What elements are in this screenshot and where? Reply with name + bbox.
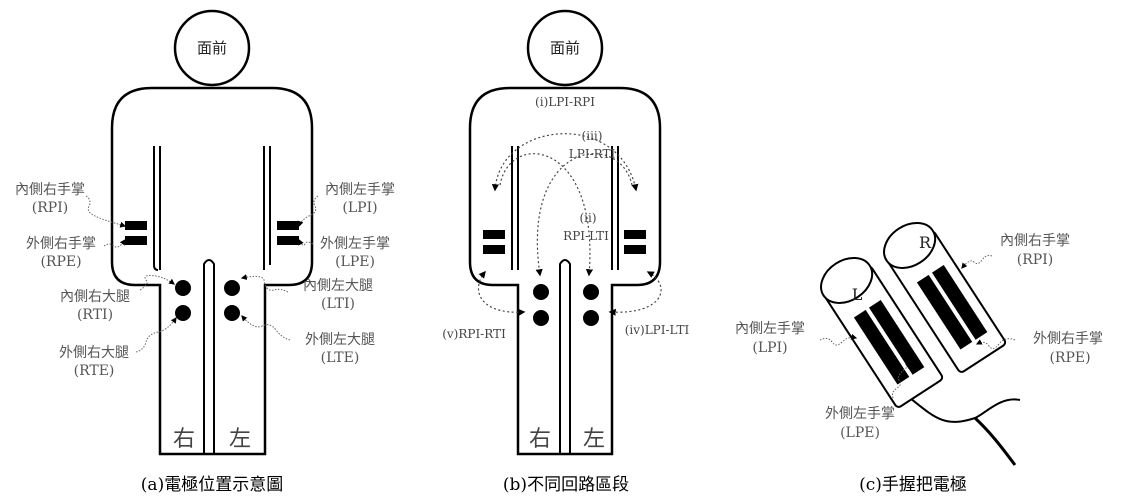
rpe-name-a: 外側右手掌: [26, 236, 96, 252]
rpi-code-c: (RPI): [1017, 252, 1053, 268]
lpi-electrode-c: [853, 309, 910, 385]
leg-gap-b: [559, 259, 571, 454]
lpe-code-c: (LPE): [840, 425, 880, 441]
lte-leader-a: [241, 315, 291, 341]
right-arm-gap-b: [511, 146, 519, 270]
body-outline-a: [110, 86, 314, 456]
rpi-electrode-a: [125, 221, 147, 230]
rte-electrode-b: [533, 310, 549, 326]
rpe-electrode-b: [483, 245, 505, 254]
left-handle-cap: [820, 256, 874, 304]
lpi-leader-c: [819, 333, 858, 346]
rte-name-a: 外側右大腿: [59, 345, 129, 361]
lpe-electrode-c: [869, 300, 925, 375]
rpe-leader-a: [103, 239, 126, 248]
lpe-name-c: 外側左手掌: [825, 406, 895, 422]
rpe-name-c: 外側右手掌: [1033, 331, 1103, 347]
left-side-label-b: 左: [583, 427, 605, 452]
lti-leader-a: [240, 274, 289, 293]
rti-code-a: (RTI): [77, 307, 113, 323]
left-arm-gap-a: [263, 146, 271, 270]
rpi-electrode-c: [932, 265, 988, 340]
right-side-label-a: 右: [173, 427, 195, 452]
rpi-code-a: (RPI): [32, 200, 68, 216]
left-handle: [820, 256, 944, 408]
rpi-electrode-b: [483, 230, 505, 239]
rti-electrode-a: [175, 280, 191, 296]
path-ii-arrow: [499, 153, 594, 277]
path-ii-label: RPI-LTI: [563, 229, 609, 243]
lpi-name-c: 內側左手掌: [735, 321, 805, 337]
body-outline-b: [468, 86, 662, 456]
handle-cable-joint: [909, 397, 1021, 423]
rte-electrode-a: [175, 305, 191, 321]
path-i-arrow: [491, 133, 639, 192]
right-arm-gap-a: [153, 146, 161, 271]
lpe-leader-c: [892, 363, 912, 399]
rpe-electrode-c: [916, 274, 973, 350]
panel-c: L R 內側右手掌 (RPI) 外側右手掌 (RPE) 內側左手掌 (LPI) …: [735, 221, 1103, 495]
rpe-leader-c: [975, 338, 1016, 350]
rti-leader-a: [139, 275, 175, 291]
panel-a: 面前 右 左 內側右手掌 (RPI) 外側右手掌 (RPE) 內側左手掌 (LP…: [15, 9, 395, 495]
lte-name-a: 外側左大腿: [305, 332, 375, 348]
lte-electrode-a: [224, 305, 240, 321]
lte-electrode-b: [583, 310, 599, 326]
lpi-leader-a: [297, 195, 319, 228]
face-label-b: 面前: [550, 39, 580, 57]
head-b: [526, 9, 604, 87]
left-handle-letter: L: [852, 285, 863, 304]
path-v-arrow: [477, 270, 526, 316]
path-iv-label: (iv)LPI-LTI: [625, 323, 690, 337]
lpi-code-c: (LPI): [752, 340, 787, 356]
rpe-code-c: (RPE): [1049, 350, 1090, 366]
lpi-electrode-b: [624, 230, 646, 239]
lpi-code-a: (LPI): [342, 200, 377, 216]
rpe-electrode-a: [125, 236, 147, 245]
rpi-name-c: 內側右手掌: [1000, 233, 1070, 249]
rpi-leader-a: [85, 195, 127, 228]
lpi-electrode-a: [277, 221, 299, 230]
head-a: [173, 9, 251, 87]
lpe-electrode-b: [624, 245, 646, 254]
rpi-name-a: 內側右手掌: [15, 182, 85, 198]
path-ii-num: (ii): [579, 211, 596, 225]
leg-gap-a: [203, 259, 215, 454]
caption-c: (c)手握把電極: [859, 475, 967, 495]
path-i-label: (i)LPI-RPI: [535, 95, 595, 109]
rte-leader-a: [135, 317, 177, 353]
path-iv-arrow: [608, 271, 662, 316]
path-iii-num: (iii): [582, 129, 603, 143]
right-handle-cap: [883, 221, 937, 269]
lti-code-a: (LTI): [321, 296, 355, 312]
lpe-electrode-a: [277, 236, 299, 245]
handle-cable: [973, 416, 1017, 466]
rpe-code-a: (RPE): [40, 254, 81, 270]
lpe-code-a: (LPE): [335, 254, 375, 270]
rti-electrode-b: [533, 284, 549, 300]
rpi-leader-c: [961, 255, 993, 269]
lti-electrode-a: [224, 280, 240, 296]
path-iii-label: LPI-RTI: [569, 147, 616, 161]
lti-name-a: 內側左大腿: [303, 278, 373, 294]
lpe-leader-a: [298, 238, 314, 246]
lte-code-a: (LTE): [321, 350, 360, 366]
left-side-label-a: 左: [229, 427, 251, 452]
face-label-a: 面前: [197, 39, 227, 57]
rti-name-a: 內側右大腿: [60, 289, 130, 305]
right-handle-letter: R: [919, 233, 932, 252]
caption-b: (b)不同回路區段: [503, 475, 629, 495]
lti-electrode-b: [583, 284, 599, 300]
right-side-label-b: 右: [529, 427, 551, 452]
right-handle: [883, 221, 1007, 373]
lpe-name-a: 外側左手掌: [320, 236, 390, 252]
lpi-name-a: 內側左手掌: [325, 182, 395, 198]
rte-code-a: (RTE): [74, 363, 115, 379]
left-arm-gap-b: [611, 146, 619, 270]
path-v-label: (v)RPI-RTI: [442, 327, 506, 341]
panel-b: 面前 右 左 (i)LPI-RPI (iii) LPI-RTI (ii) RPI…: [442, 9, 690, 495]
caption-a: (a)電極位置示意圖: [141, 475, 283, 495]
